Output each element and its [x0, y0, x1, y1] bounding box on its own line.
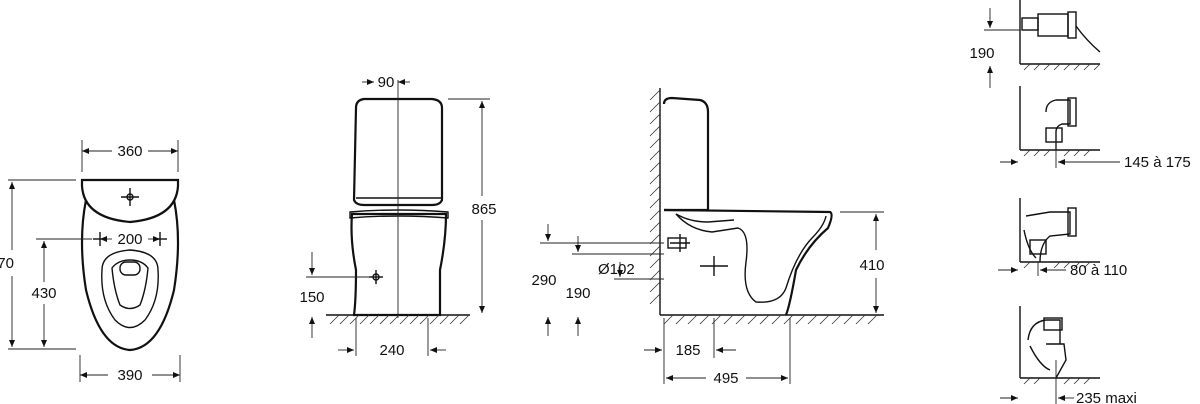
front-fixing-height-label: 430	[31, 285, 56, 302]
detail-floor-outlet-adjustable-label: 235 maxi	[1076, 390, 1137, 404]
section-outlet-distance-label: 185	[675, 342, 700, 359]
side-foot-width-label: 240	[379, 342, 404, 359]
detail-floor-outlet-p: 145 à 175	[1000, 86, 1191, 171]
connection-details: 190 145 à 175	[969, 0, 1191, 404]
side-total-height-label: 865	[471, 201, 496, 218]
section-outlet-diameter-label: Ø102	[598, 261, 635, 278]
front-total-height-label: 670	[0, 255, 14, 272]
detail-floor-outlet-p-label: 145 à 175	[1124, 154, 1191, 171]
side-inlet-height-label: 150	[299, 289, 324, 306]
section-view: 290 Ø102 190 410 185 495	[531, 88, 885, 387]
detail-horizontal-outlet-label: 190	[969, 45, 994, 62]
front-fixing-spacing-label: 200	[117, 231, 142, 248]
front-top-width-label: 360	[117, 143, 142, 160]
section-outlet-axis-label: 190	[565, 285, 590, 302]
section-overall-depth-label: 495	[713, 370, 738, 387]
front-base-width-label: 390	[117, 367, 142, 384]
detail-floor-outlet-adjustable: 235 maxi	[1000, 306, 1137, 404]
detail-floor-outlet-s-label: 80 à 110	[1070, 262, 1127, 279]
section-outlet-height-label: 290	[531, 272, 556, 289]
front-view: 360 200 390 670 430	[0, 140, 181, 384]
section-seat-height-label: 410	[859, 257, 884, 274]
detail-horizontal-outlet: 190	[969, 0, 1101, 88]
detail-floor-outlet-s: 80 à 110	[998, 198, 1127, 279]
side-tank-offset-label: 90	[378, 74, 395, 91]
side-view: 90 865 150 240	[299, 74, 496, 359]
